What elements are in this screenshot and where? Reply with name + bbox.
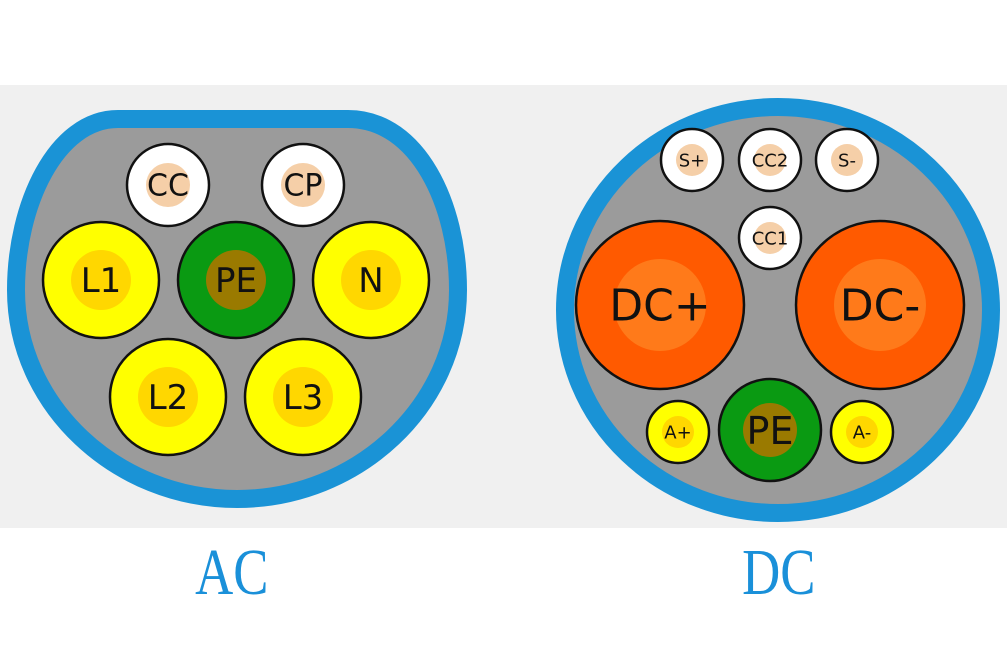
dc-pin-dc-plus: DC+ bbox=[574, 219, 746, 391]
pin-label: N bbox=[358, 261, 383, 301]
pin-label: PE bbox=[215, 261, 257, 301]
pin-core bbox=[146, 163, 190, 207]
dc-pin-dc-minus: DC- bbox=[794, 219, 966, 391]
pin-label: CC1 bbox=[752, 229, 789, 250]
pin-core bbox=[71, 250, 131, 310]
ac-pin-l2: L2 bbox=[108, 337, 228, 457]
ac-pin-l1: L1 bbox=[41, 220, 161, 340]
pin-label: L1 bbox=[81, 261, 122, 301]
pin-core bbox=[138, 367, 198, 427]
pin-core bbox=[846, 416, 878, 448]
pin-core bbox=[341, 250, 401, 310]
pin-core bbox=[743, 403, 797, 457]
pin-label: S+ bbox=[679, 151, 706, 172]
pin-core bbox=[676, 144, 708, 176]
pin-label: A+ bbox=[664, 423, 691, 444]
ac-caption: AC bbox=[195, 536, 269, 609]
dc-pin-s-plus: S+ bbox=[659, 127, 725, 193]
pin-label: CC2 bbox=[752, 151, 789, 172]
pin-label: DC+ bbox=[609, 281, 710, 332]
pin-label: L3 bbox=[283, 378, 324, 418]
ac-pin-pe: PE bbox=[176, 220, 296, 340]
pin-core bbox=[206, 250, 266, 310]
pin-core bbox=[273, 367, 333, 427]
dc-pin-a-minus: A- bbox=[829, 399, 895, 465]
ac-pin-l3: L3 bbox=[243, 337, 363, 457]
dc-pin-pe: PE bbox=[717, 377, 823, 483]
pin-label: L2 bbox=[148, 378, 189, 418]
ac-connector: CC CP L1 PE N L2 L3 bbox=[6, 110, 468, 509]
dc-pin-s-minus: S- bbox=[814, 127, 880, 193]
pin-core bbox=[614, 259, 706, 351]
dc-pin-a-plus: A+ bbox=[645, 399, 711, 465]
pin-label: PE bbox=[747, 409, 794, 453]
pin-core bbox=[754, 222, 786, 254]
ac-pin-cp: CP bbox=[260, 142, 346, 228]
pin-core bbox=[662, 416, 694, 448]
pin-label: S- bbox=[838, 151, 856, 172]
pin-core bbox=[831, 144, 863, 176]
pin-core bbox=[754, 144, 786, 176]
pin-core bbox=[834, 259, 926, 351]
dc-pin-cc1: CC1 bbox=[737, 205, 803, 271]
ac-pin-n: N bbox=[311, 220, 431, 340]
pin-core bbox=[281, 163, 325, 207]
pin-label: CC bbox=[147, 169, 189, 204]
dc-caption: DC bbox=[742, 536, 816, 609]
ac-pin-cc: CC bbox=[125, 142, 211, 228]
pin-label: A- bbox=[853, 423, 871, 444]
pin-label: DC- bbox=[840, 281, 920, 332]
dc-pin-cc2: CC2 bbox=[737, 127, 803, 193]
pin-label: CP bbox=[283, 169, 322, 204]
